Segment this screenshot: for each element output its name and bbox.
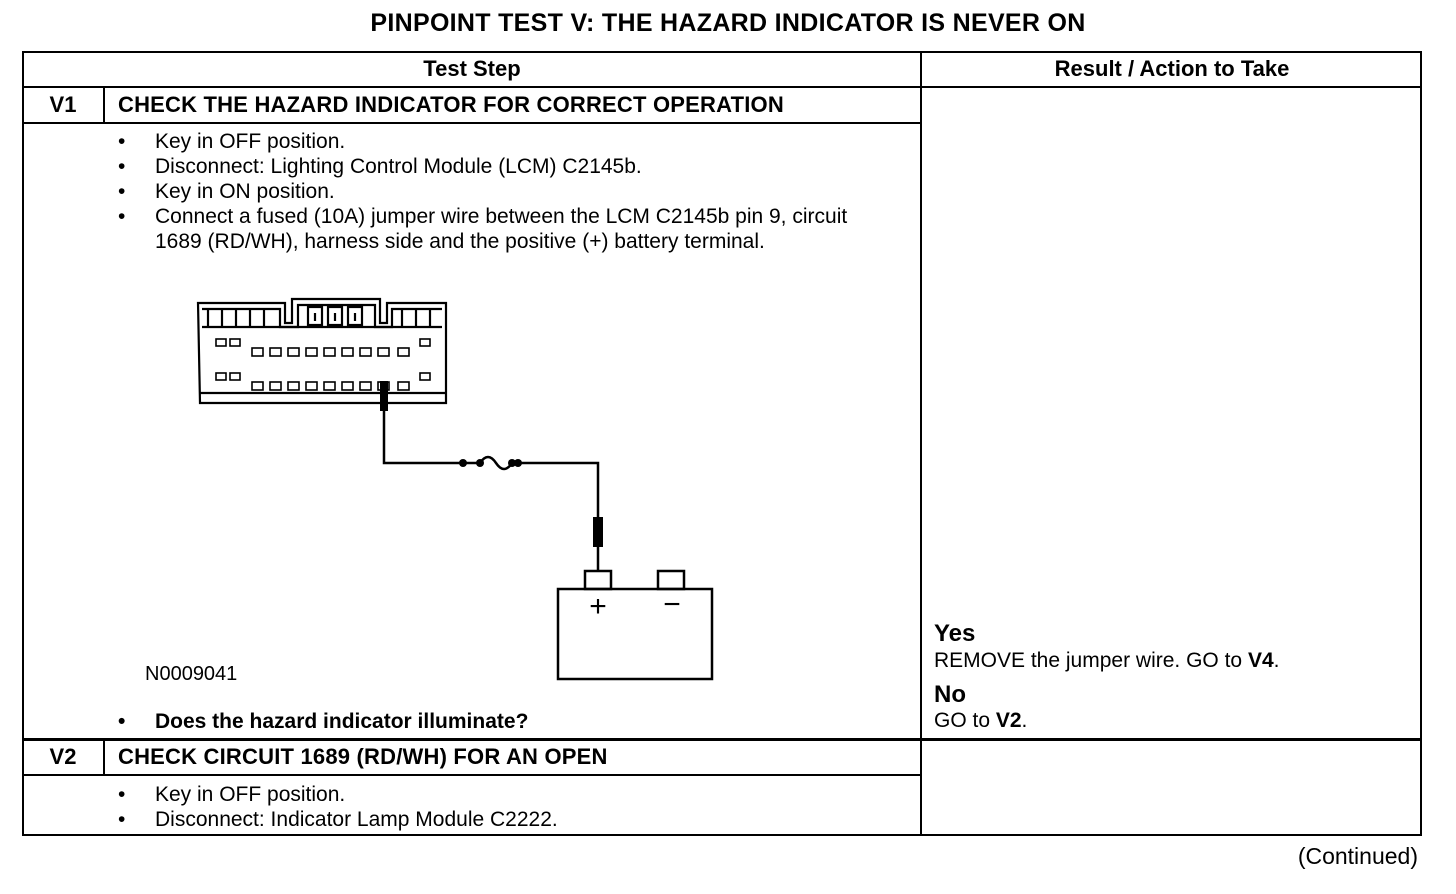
header-test-step: Test Step [423, 56, 521, 81]
list-item: Connect a fused (10A) jumper wire betwee… [118, 204, 855, 254]
jumper-wire [382, 385, 463, 465]
result-yes-ref-link[interactable]: V4 [1247, 649, 1274, 672]
step-title-v2: CHECK CIRCUIT 1689 (RD/WH) FOR AN OPEN [118, 744, 608, 769]
list-item: Key in ON position. [118, 179, 878, 204]
id-column-divider-v1 [103, 87, 105, 124]
list-item: Key in OFF position. [118, 129, 878, 154]
pinpoint-test-table [22, 51, 1422, 836]
result-no-ref-link[interactable]: V2 [995, 709, 1022, 732]
result-no-label: No [934, 681, 966, 708]
step-id-v1: V1 [49, 92, 77, 117]
v1-question: Does the hazard indicator illuminate? [118, 709, 878, 734]
v2-title-divider [22, 774, 922, 776]
battery-negative-label: − [663, 588, 681, 621]
result-no-text: GO to [934, 709, 996, 732]
list-item: Disconnect: Indicator Lamp Module C2222. [118, 807, 878, 832]
v2-instruction-list: Key in OFF position. Disconnect: Indicat… [118, 782, 878, 832]
page-title: PINPOINT TEST V: THE HAZARD INDICATOR IS… [370, 9, 1086, 37]
column-divider [920, 51, 922, 836]
result-no-end: . [1021, 709, 1028, 732]
question-text: Does the hazard indicator illuminate? [118, 709, 878, 734]
battery-icon [556, 569, 714, 681]
figure-id: N0009041 [145, 663, 238, 685]
v1-instruction-list: Key in OFF position. Disconnect: Lightin… [118, 129, 878, 254]
v1-title-divider [22, 122, 922, 124]
result-yes-text: REMOVE the jumper wire. GO to [934, 649, 1248, 672]
header-result-action: Result / Action to Take [1054, 56, 1290, 81]
id-column-divider-v2 [103, 739, 105, 776]
list-item: Disconnect: Lighting Control Module (LCM… [118, 154, 878, 179]
lcm-connector-c2145b [196, 297, 448, 405]
result-yes-end: . [1273, 649, 1280, 672]
jumper-wire-diagram: + − [196, 297, 714, 681]
result-no-action: GO to V2. [934, 709, 1027, 733]
list-item: Key in OFF position. [118, 782, 878, 807]
fuse-10a [463, 455, 600, 517]
continued-label: (Continued) [1297, 843, 1418, 869]
header-divider [22, 86, 1422, 88]
step-id-v2: V2 [49, 744, 77, 769]
battery-clip [593, 517, 603, 547]
v1-v2-divider [22, 738, 1422, 741]
result-yes-label: Yes [934, 620, 976, 647]
battery-positive-label: + [589, 590, 607, 623]
pin-9-probe [380, 381, 388, 411]
result-yes-action: REMOVE the jumper wire. GO to V4. [934, 649, 1279, 673]
step-title-v1: CHECK THE HAZARD INDICATOR FOR CORRECT O… [118, 92, 784, 117]
